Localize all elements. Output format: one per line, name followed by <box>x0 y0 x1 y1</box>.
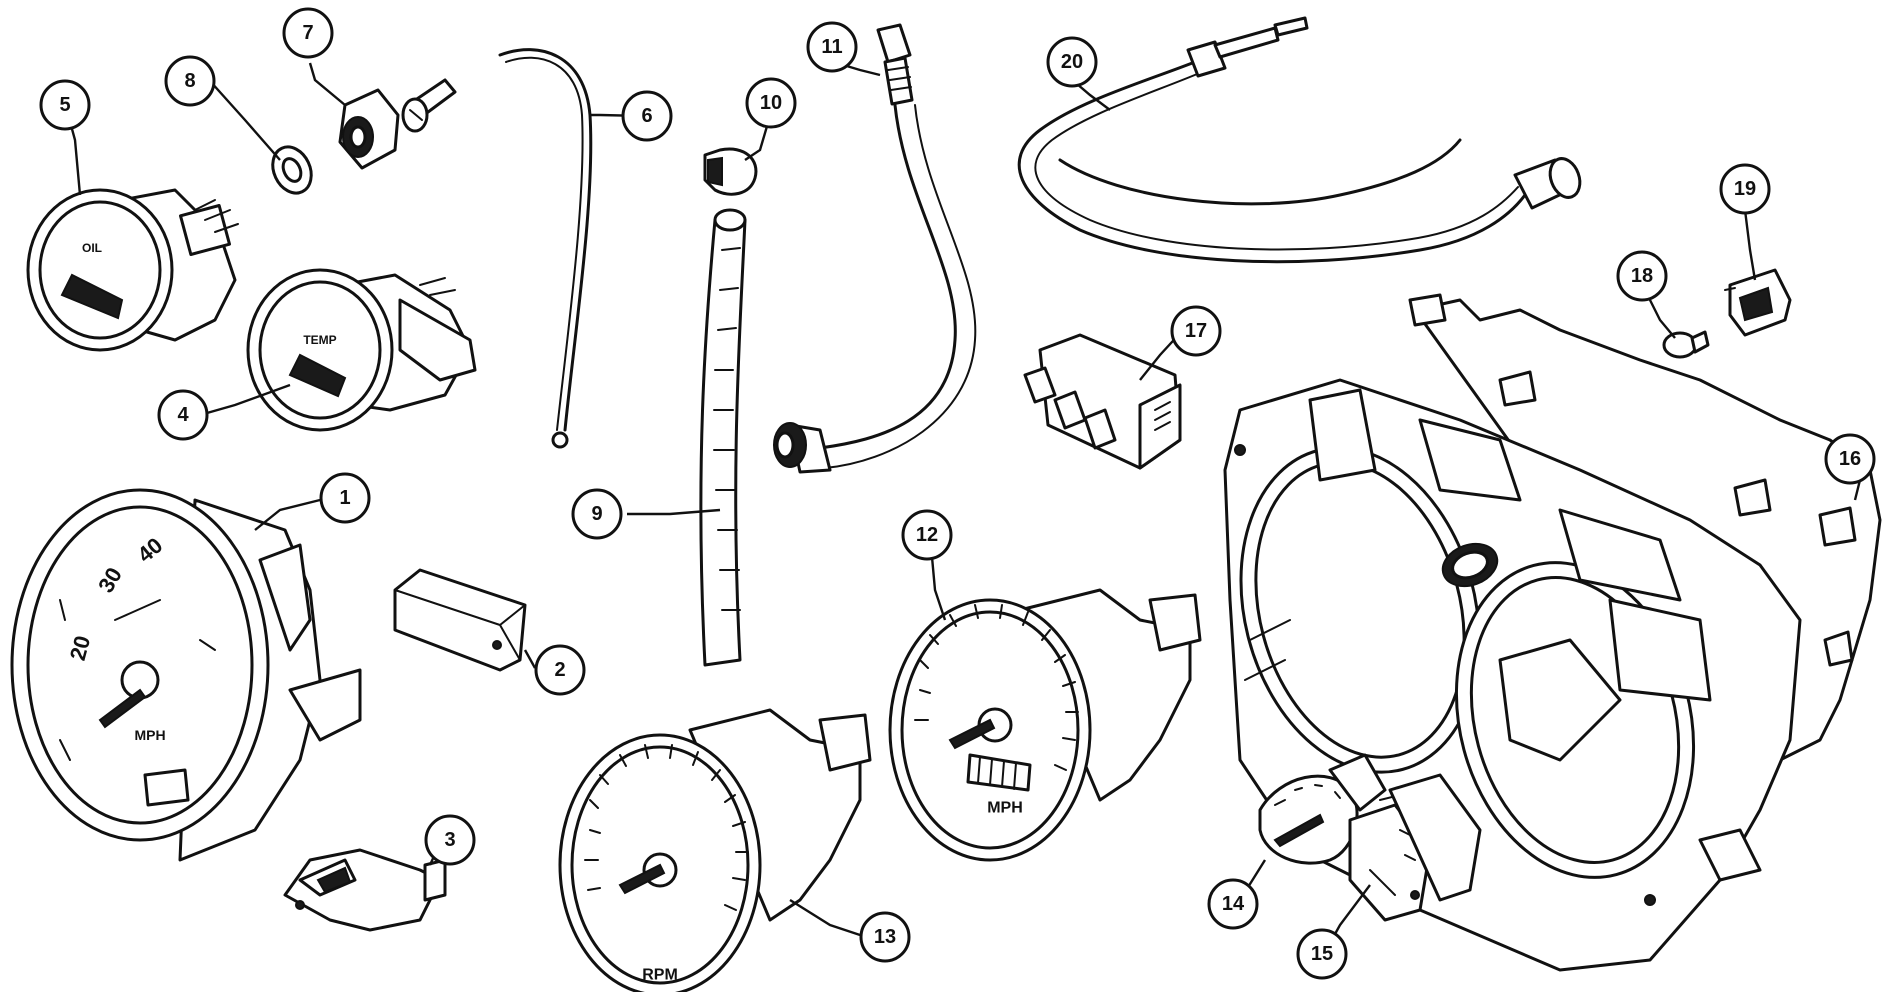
callout-15-label: 15 <box>1311 943 1333 965</box>
part-7-nut <box>338 78 457 170</box>
callout-9: 9 <box>571 488 623 540</box>
callout-6: 6 <box>621 90 673 142</box>
callout-19-label: 19 <box>1734 178 1756 200</box>
part-19-bulb-holder <box>1724 268 1792 337</box>
callout-7: 7 <box>282 7 334 59</box>
callout-14: 14 <box>1207 878 1259 930</box>
callout-19: 19 <box>1719 163 1771 215</box>
part-4-temp-gauge: TEMP <box>246 268 477 432</box>
part-1-speedometer: 20 30 40 MPH <box>10 488 362 862</box>
callout-11-label: 11 <box>821 36 842 58</box>
callout-15: 15 <box>1296 928 1348 980</box>
callout-16-label: 16 <box>1839 448 1861 470</box>
part-5-oil-gauge: OIL <box>26 188 239 352</box>
part-18-bulb <box>1662 330 1710 359</box>
temp-gauge-label: TEMP <box>303 333 336 347</box>
callout-5-label: 5 <box>59 94 70 116</box>
callout-17-label: 17 <box>1185 320 1207 342</box>
part-3-fuel-gauge <box>283 848 447 932</box>
callout-18-label: 18 <box>1631 265 1653 287</box>
part-13-tachometer: RPM <box>558 708 872 992</box>
speedo-large-unit: MPH <box>987 800 1023 817</box>
part-6-capillary-tube <box>498 48 593 449</box>
callout-13: 13 <box>859 911 911 963</box>
callout-14-label: 14 <box>1222 893 1245 915</box>
callout-6-label: 6 <box>641 105 652 127</box>
oil-gauge-label: OIL <box>82 241 102 255</box>
callout-11: 11 <box>806 21 858 73</box>
callout-10-label: 10 <box>760 92 782 114</box>
part-8-washer <box>271 145 313 195</box>
part-14-small-gauge <box>1258 753 1387 865</box>
callout-8-label: 8 <box>184 70 195 92</box>
callout-7-label: 7 <box>302 22 313 44</box>
part-20-speedometer-cable <box>1017 16 1582 264</box>
callout-18: 18 <box>1616 250 1668 302</box>
callout-4: 4 <box>157 389 209 441</box>
callout-17: 17 <box>1170 305 1222 357</box>
callout-1-label: 1 <box>339 487 350 509</box>
callout-3-label: 3 <box>444 829 455 851</box>
callout-2: 2 <box>534 644 586 696</box>
callout-12: 12 <box>901 509 953 561</box>
part-16-instrument-housing <box>1223 293 1882 972</box>
part-17-connector-block <box>1023 333 1182 470</box>
callout-20-label: 20 <box>1061 51 1083 73</box>
speedo-small-unit: MPH <box>134 727 165 743</box>
callout-3: 3 <box>424 814 476 866</box>
part-9-rubber-hose <box>699 208 747 667</box>
tacho-unit: RPM <box>642 967 678 984</box>
callout-8: 8 <box>164 55 216 107</box>
callout-5: 5 <box>39 79 91 131</box>
callout-4-label: 4 <box>177 404 189 426</box>
callout-16: 16 <box>1824 433 1876 485</box>
part-11-pipe-assembly <box>773 23 977 474</box>
part-2-warning-lens <box>393 568 527 672</box>
callout-20: 20 <box>1046 36 1098 88</box>
callout-13-label: 13 <box>874 926 896 948</box>
callout-2-label: 2 <box>554 659 565 681</box>
callout-12-label: 12 <box>916 524 938 546</box>
part-15-gauge-unit <box>1348 773 1482 922</box>
callout-1: 1 <box>319 472 371 524</box>
callout-10: 10 <box>745 77 797 129</box>
part-10-hose-clip <box>703 147 758 196</box>
callout-9-label: 9 <box>591 503 602 525</box>
part-12-speedometer: MPH <box>888 588 1202 862</box>
